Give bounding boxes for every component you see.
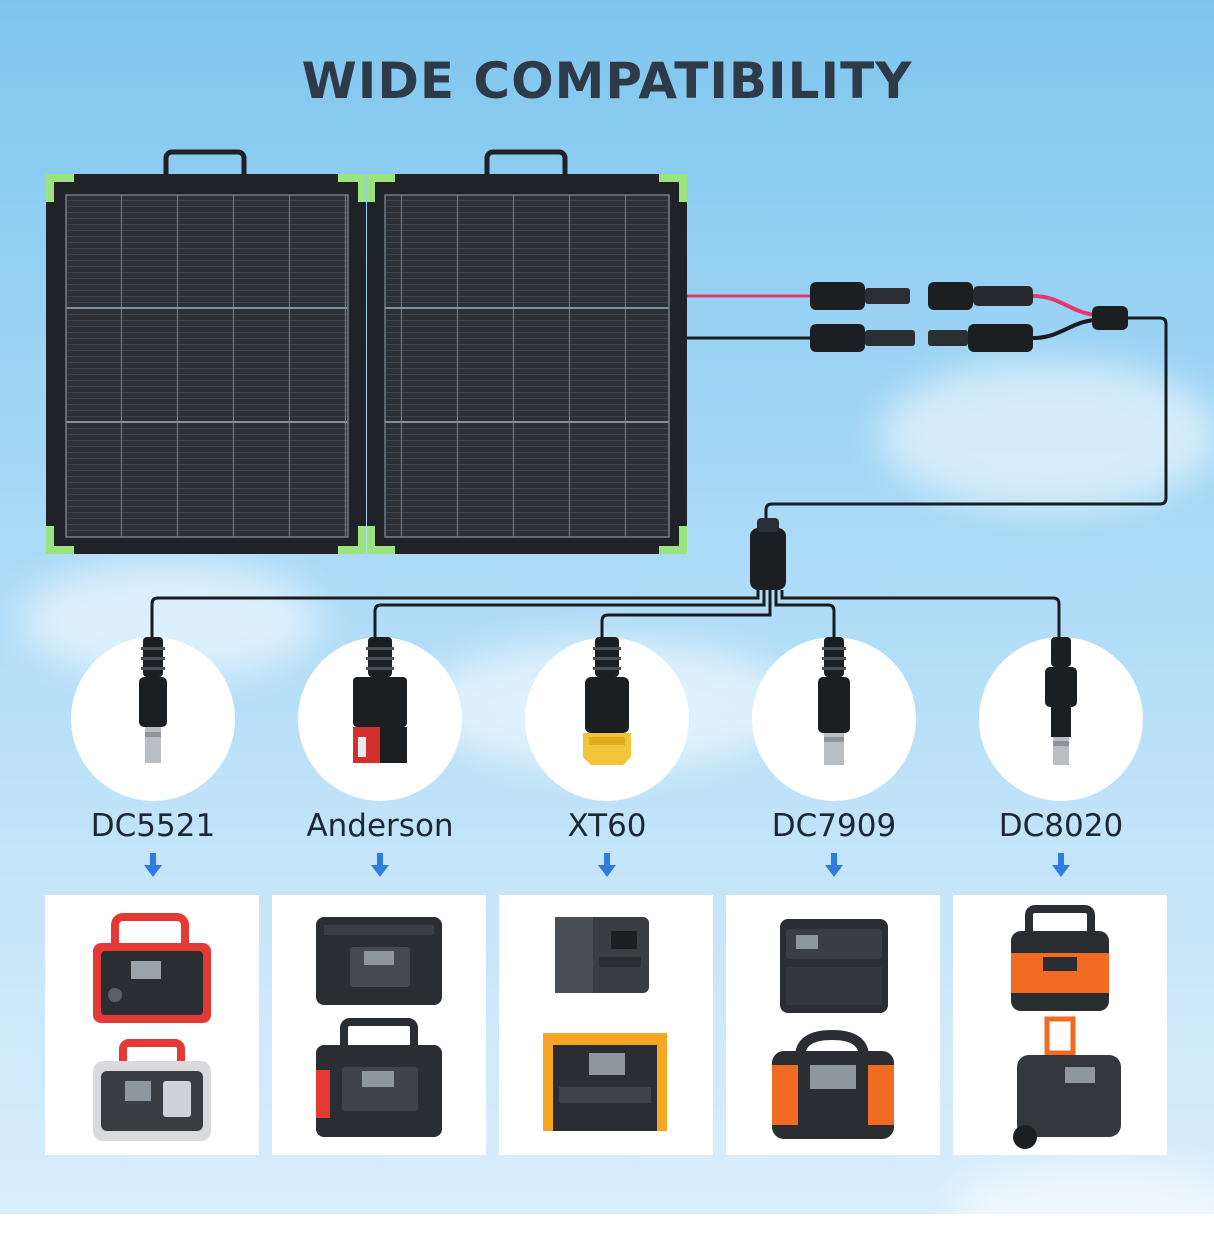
power-station-image [1011,905,1121,1149]
connector-circle-dc5521 [71,637,235,801]
device-card-dc8020 [953,895,1167,1155]
xt60-plug-icon [583,637,631,765]
arrow-down-icon [598,853,616,877]
arrow-down-icon [144,853,162,877]
device-card-dc7909 [726,895,940,1155]
connector-circle-dc8020 [979,637,1143,801]
dc8020-plug-icon [1045,637,1077,765]
solar-panel-left [46,174,366,554]
mc4-cables [687,282,1168,530]
connector-label-dc5521: DC5521 [90,808,216,844]
anderson-plug-icon [353,637,407,763]
arrow-down-icon [825,853,843,877]
cloud [880,360,1214,510]
connector-label-anderson: Anderson [306,808,454,844]
page-title: WIDE COMPATIBILITY [301,52,913,110]
device-card-xt60 [499,895,713,1155]
solar-panel-right [367,174,687,554]
power-station-image [772,919,894,1139]
arrow-down-icon [371,853,389,877]
connector-circle-dc7909 [752,637,916,801]
connector-circle-xt60 [525,637,689,801]
splitter-hub [150,518,1061,642]
power-station-image [316,917,442,1137]
solar-kit-illustration [46,149,1168,642]
power-station-image [543,917,667,1131]
connector-label-dc8020: DC8020 [998,808,1124,844]
arrow-down-icon [1052,853,1070,877]
power-station-image [93,913,211,1141]
connector-label-dc7909: DC7909 [771,808,897,844]
connector-circle-anderson [298,637,462,801]
device-card-anderson [272,895,486,1155]
dc7909-plug-icon [818,637,850,765]
device-card-dc5521 [45,895,259,1155]
connector-label-xt60: XT60 [567,808,647,844]
dc5521-plug-icon [139,637,167,763]
